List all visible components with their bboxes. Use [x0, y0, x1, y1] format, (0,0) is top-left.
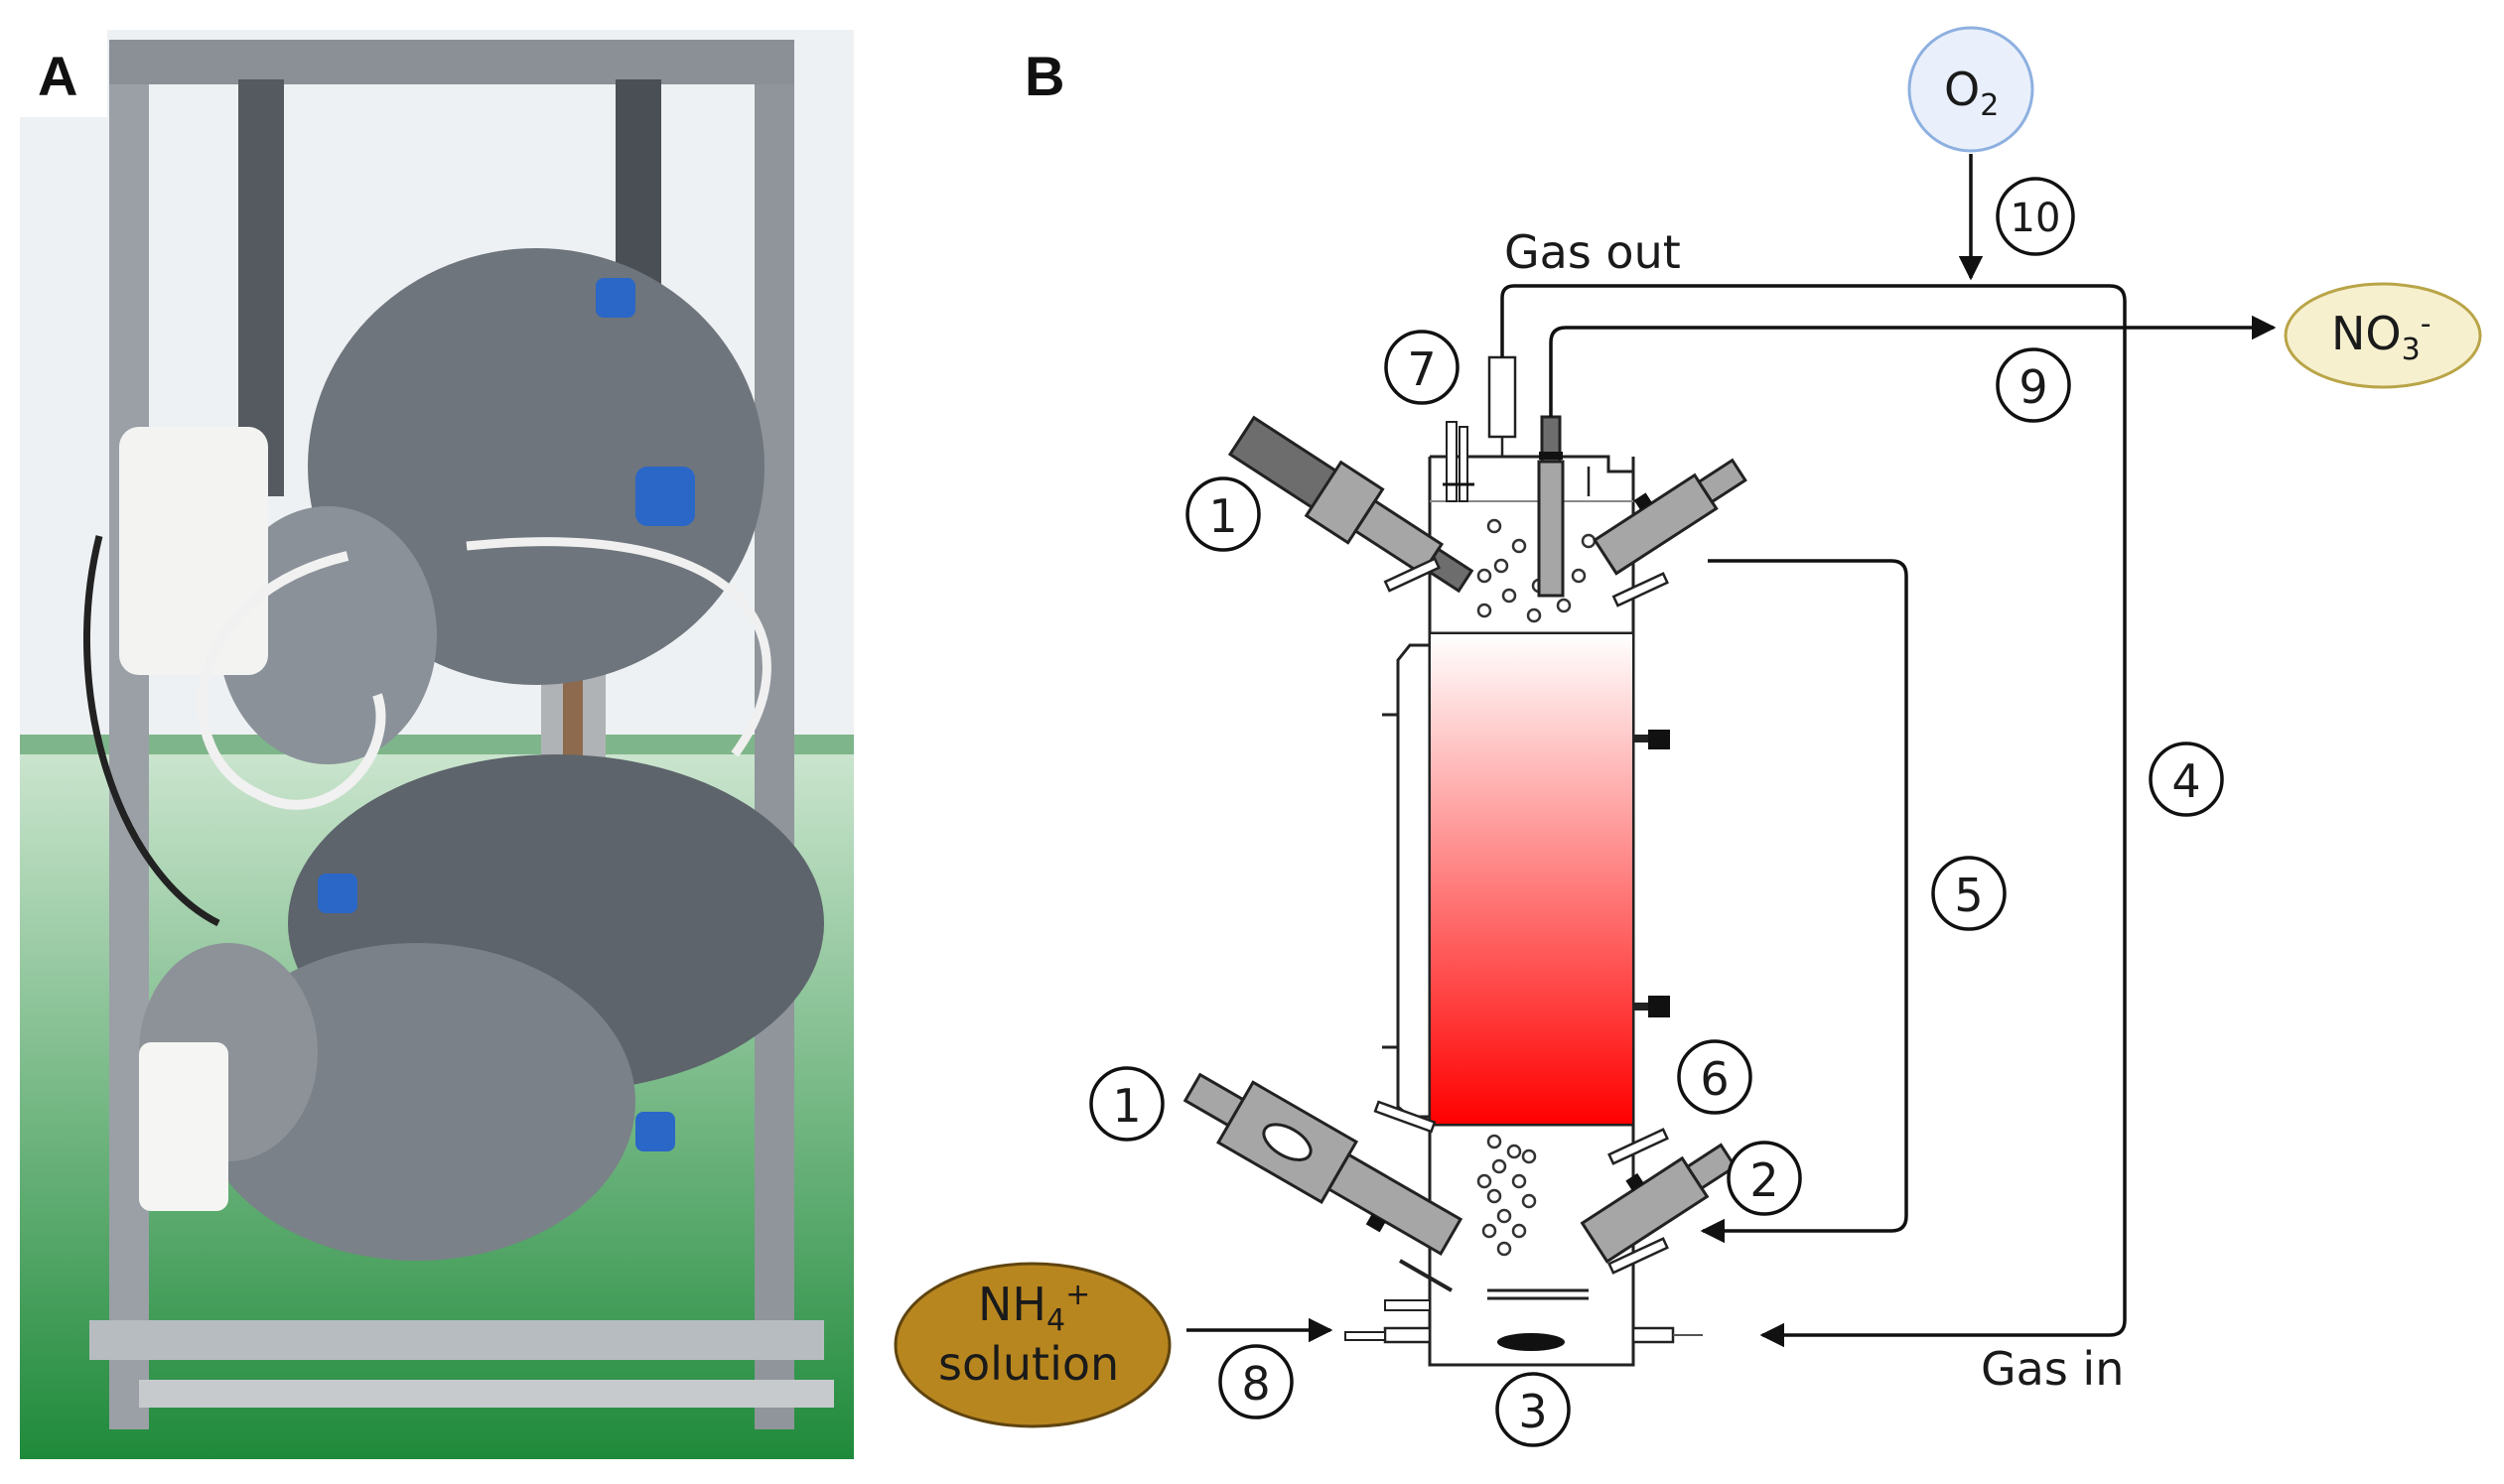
svg-text:7: 7	[1407, 342, 1436, 396]
oxygen-source: O2	[1907, 26, 2034, 153]
gas-out-label: Gas out	[1504, 225, 1681, 279]
probe-top-left	[1227, 415, 1474, 594]
nitrate-output: NO3-	[2284, 282, 2482, 389]
panel-a-letter: A	[38, 45, 77, 107]
svg-text:9: 9	[2018, 360, 2047, 414]
svg-text:4: 4	[2171, 754, 2200, 808]
svg-text:10: 10	[2011, 196, 2061, 241]
gas-bubbles-top	[1476, 518, 1597, 623]
svg-text:8: 8	[1241, 1357, 1270, 1411]
svg-text:1: 1	[1112, 1079, 1141, 1133]
stirrer-bar	[1497, 1333, 1565, 1351]
biomass-gradient	[1431, 634, 1632, 1124]
svg-text:5: 5	[1954, 869, 1983, 922]
callout-2: 2	[1727, 1141, 1802, 1216]
probe-bottom-right	[1580, 1143, 1738, 1264]
callout-8: 8	[1218, 1344, 1294, 1419]
callout-4: 4	[2149, 742, 2224, 817]
reactor-vessel	[1344, 455, 1703, 1367]
gas-in-label: Gas in	[1981, 1342, 2124, 1396]
probe-top-right	[1593, 458, 1747, 576]
callout-5: 5	[1931, 856, 2007, 931]
callout-3: 3	[1495, 1372, 1571, 1447]
svg-text:3: 3	[1518, 1385, 1547, 1438]
panel-b-letter: B	[1025, 45, 1064, 107]
callout-1-bottom: 1	[1089, 1066, 1165, 1142]
callout-7: 7	[1384, 330, 1460, 405]
nitrate-sample-line	[1549, 315, 2277, 417]
panel-a-photo: A	[20, 30, 854, 1459]
o2-label: O2	[1944, 63, 1999, 123]
nh4-solution-label: solution	[938, 1337, 1119, 1391]
top-ports	[1443, 355, 1591, 598]
ammonium-feed: NH4+ solution	[894, 1262, 1172, 1428]
callout-9: 9	[1996, 347, 2071, 423]
panel-b-diagram: B O2 NO3- NH4+ solution Gas out Gas in	[894, 26, 2482, 1447]
svg-text:2: 2	[1749, 1153, 1778, 1207]
svg-text:6: 6	[1700, 1052, 1729, 1106]
nh4-label: NH4+	[978, 1278, 1090, 1338]
gas-bubbles-bottom	[1476, 1134, 1537, 1257]
no3-label: NO3-	[2331, 307, 2432, 367]
probe-bottom-left	[1182, 1072, 1463, 1257]
callout-6: 6	[1677, 1039, 1752, 1115]
callout-10: 10	[1996, 177, 2075, 256]
recirculation-loop-5	[1700, 559, 1908, 1244]
gas-recirculation-line	[1500, 284, 2127, 1348]
svg-text:1: 1	[1208, 489, 1237, 543]
callout-1-top: 1	[1185, 476, 1261, 552]
